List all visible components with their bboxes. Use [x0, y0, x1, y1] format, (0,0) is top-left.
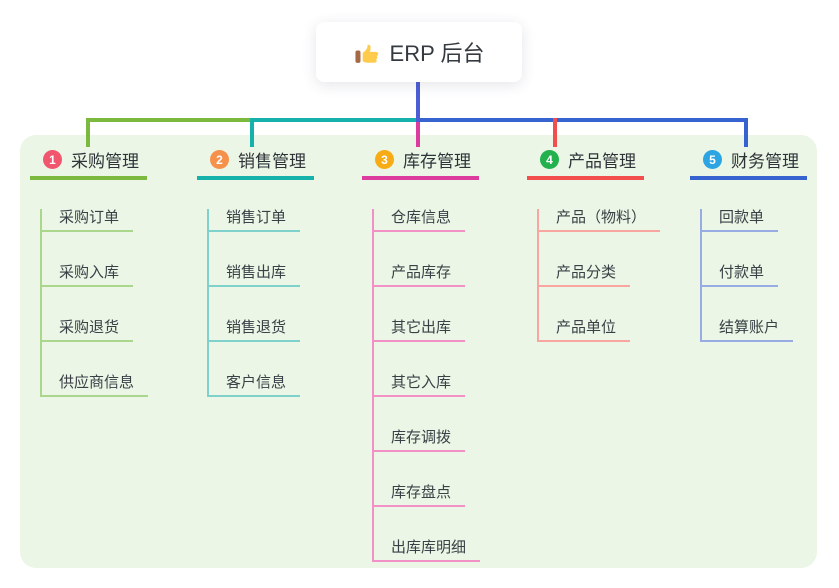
connector-root	[416, 82, 420, 122]
branch-children: 回款单付款单结算账户	[700, 209, 807, 342]
branch-title-label: 财务管理	[731, 152, 799, 171]
connector-drop-branch2	[250, 118, 254, 147]
badge-1: 1	[43, 150, 62, 169]
branch-title-label: 库存管理	[403, 152, 471, 171]
branch-title[interactable]: 2 销售管理	[197, 143, 314, 180]
child-node[interactable]: 产品库存	[374, 264, 466, 287]
branch-title[interactable]: 1 采购管理	[30, 143, 147, 180]
branch-purchase: 1 采购管理 采购订单采购入库采购退货供应商信息	[30, 143, 149, 397]
child-node[interactable]: 销售出库	[209, 264, 301, 287]
child-node[interactable]: 库存盘点	[374, 484, 466, 507]
child-node[interactable]: 出库库明细	[374, 539, 481, 562]
child-node[interactable]: 其它出库	[374, 319, 466, 342]
child-node[interactable]: 产品单位	[539, 319, 631, 342]
child-node[interactable]: 销售退货	[209, 319, 301, 342]
branch-children: 仓库信息产品库存其它出库其它入库库存调拨库存盘点出库库明细	[372, 209, 481, 562]
branch-children: 采购订单采购入库采购退货供应商信息	[40, 209, 149, 397]
branch-children: 销售订单销售出库销售退货客户信息	[207, 209, 314, 397]
root-node[interactable]: ERP 后台	[316, 22, 522, 82]
connector-drop-branch1	[86, 118, 90, 147]
child-node[interactable]: 其它入库	[374, 374, 466, 397]
thumbs-up-icon	[354, 39, 380, 65]
branch-title-label: 产品管理	[568, 152, 636, 171]
child-node[interactable]: 回款单	[702, 209, 779, 232]
child-node[interactable]: 销售订单	[209, 209, 301, 232]
branch-children: 产品（物料） 产品分类产品单位	[537, 209, 661, 342]
child-node[interactable]: 结算账户	[702, 319, 794, 342]
child-node[interactable]: 采购订单	[42, 209, 134, 232]
child-node[interactable]: 供应商信息	[42, 374, 149, 397]
badge-4: 4	[540, 150, 559, 169]
child-node[interactable]: 采购入库	[42, 264, 134, 287]
branch-product: 4 产品管理 产品（物料） 产品分类产品单位	[527, 143, 661, 342]
child-node[interactable]: 付款单	[702, 264, 779, 287]
branch-title[interactable]: 4 产品管理	[527, 143, 644, 180]
child-node[interactable]: 库存调拨	[374, 429, 466, 452]
connector-branch2	[250, 118, 420, 122]
connector-drop-branch4	[553, 118, 557, 147]
child-node[interactable]: 客户信息	[209, 374, 301, 397]
mindmap-canvas-panel	[20, 135, 817, 568]
badge-2: 2	[210, 150, 229, 169]
connector-drop-branch3	[416, 122, 420, 147]
connector-drop-branch5	[744, 118, 748, 147]
child-node[interactable]: 产品（物料）	[539, 209, 661, 232]
child-node[interactable]: 采购退货	[42, 319, 134, 342]
connector-branch5	[418, 118, 748, 122]
branch-sales: 2 销售管理 销售订单销售出库销售退货客户信息	[197, 143, 314, 397]
badge-5: 5	[703, 150, 722, 169]
root-node-label: ERP 后台	[389, 41, 485, 66]
branch-title[interactable]: 5 财务管理	[690, 143, 807, 180]
branch-title-label: 销售管理	[238, 152, 306, 171]
child-node[interactable]: 仓库信息	[374, 209, 466, 232]
branch-title-label: 采购管理	[71, 152, 139, 171]
child-node[interactable]: 产品分类	[539, 264, 631, 287]
branch-title[interactable]: 3 库存管理	[362, 143, 479, 180]
badge-3: 3	[375, 150, 394, 169]
branch-inventory: 3 库存管理 仓库信息产品库存其它出库其它入库库存调拨库存盘点出库库明细	[362, 143, 481, 562]
branch-finance: 5 财务管理 回款单付款单结算账户	[690, 143, 807, 342]
